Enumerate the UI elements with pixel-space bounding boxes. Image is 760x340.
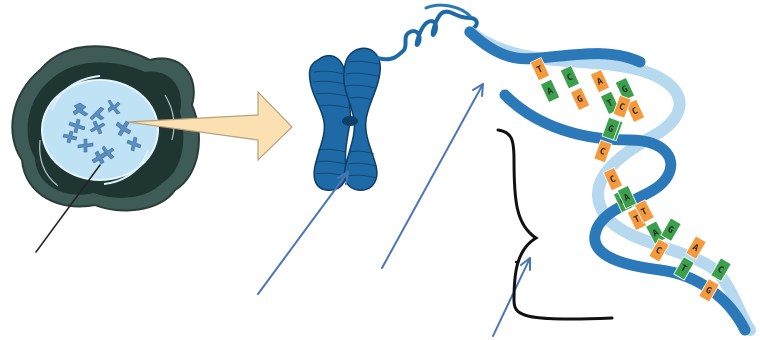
- helix-strand-front: [470, 32, 640, 62]
- coiled-chromatin-strand: [378, 5, 477, 59]
- pointer-arrow-strand: [382, 84, 483, 268]
- centromere: [342, 116, 358, 126]
- pointer-arrow-brace: [493, 258, 530, 336]
- dna-double-helix-icon: TACGATGCCGGCCGATTAGCATCG: [470, 32, 750, 330]
- base-pair: CG: [560, 66, 589, 111]
- pointer-arrow-chromosome: [258, 172, 348, 294]
- x-chromosome-icon: [309, 48, 380, 190]
